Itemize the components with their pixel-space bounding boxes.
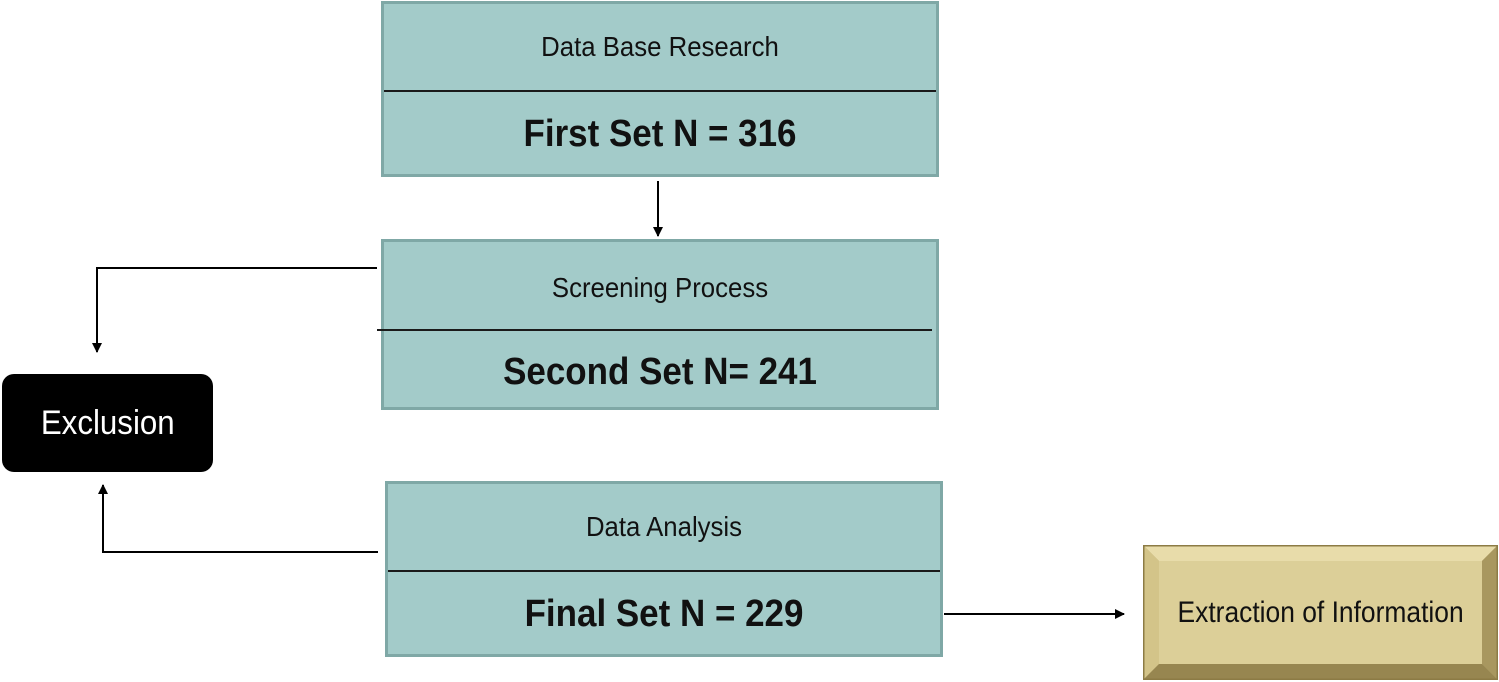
stage-count: Final Set N = 229 <box>524 593 804 635</box>
extraction-box: Extraction of Information <box>1143 545 1498 680</box>
arrow-analysis-to-exclusion <box>98 484 378 553</box>
stage-divider <box>388 570 940 572</box>
stage-count: Second Set N= 241 <box>503 350 817 393</box>
stage-title: Screening Process <box>551 272 769 303</box>
exclusion-label: Exclusion <box>40 403 175 442</box>
stage-divider <box>377 329 932 331</box>
stage-divider <box>384 90 936 92</box>
stage-box-database-research: Data Base Research First Set N = 316 <box>381 1 939 177</box>
stage-title: Data Base Research <box>541 31 779 62</box>
stage-title: Data Analysis <box>585 511 743 542</box>
extraction-label: Extraction of Information <box>1177 595 1464 629</box>
extraction-bevel <box>1143 545 1498 680</box>
exclusion-box: Exclusion <box>2 374 213 472</box>
extraction-face: Extraction of Information <box>1159 561 1482 664</box>
stage-box-data-analysis: Data Analysis Final Set N = 229 <box>385 481 943 657</box>
arrow-screening-to-exclusion <box>92 267 377 353</box>
stage-count: First Set N = 316 <box>523 113 797 155</box>
stage-box-screening-process: Screening Process Second Set N= 241 <box>381 239 939 410</box>
